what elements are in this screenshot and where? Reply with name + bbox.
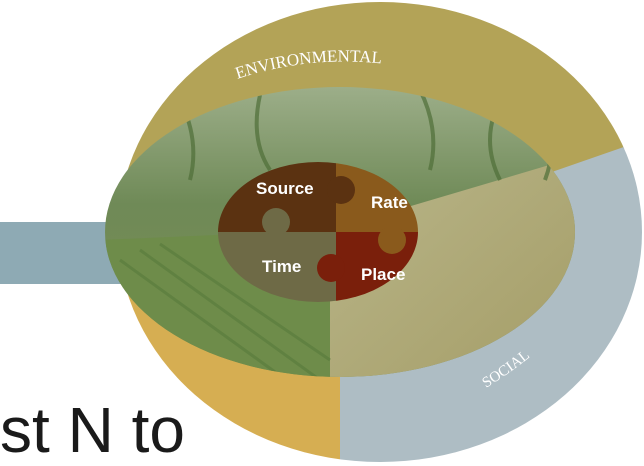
rate-label: Rate xyxy=(371,193,408,212)
puzzle xyxy=(218,162,418,302)
place-label: Place xyxy=(361,265,405,284)
time-label: Time xyxy=(262,257,301,276)
source-label: Source xyxy=(256,179,314,198)
slide-body-text: st N to xyxy=(0,394,185,466)
